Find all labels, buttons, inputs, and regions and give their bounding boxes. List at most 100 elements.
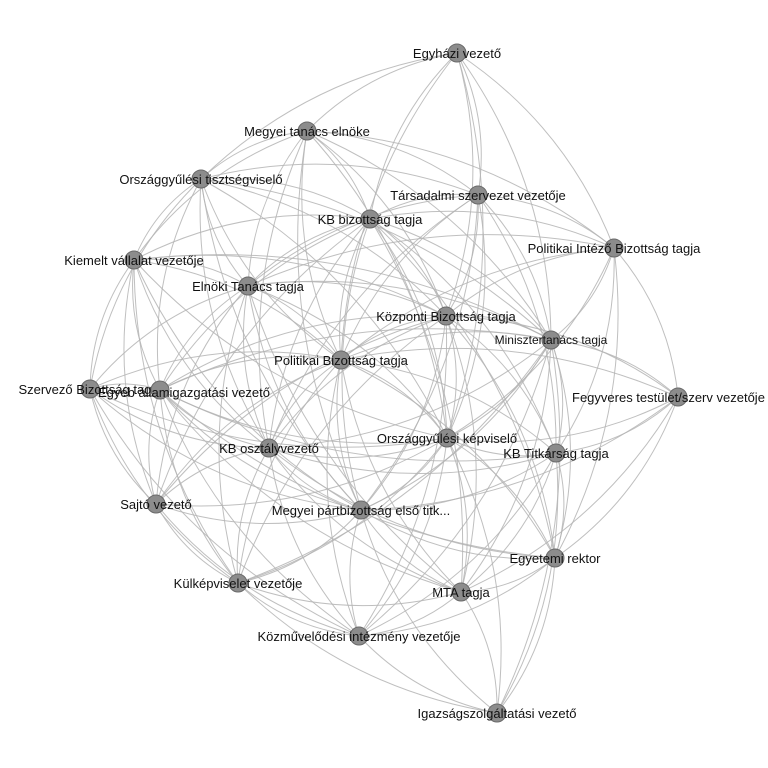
edge-ogy_kepviselo-kb_osztaly	[268, 437, 448, 459]
node-igazsag: Igazságszolgáltatási vezető	[418, 703, 577, 723]
edge-miniszter-kulkepviselet	[237, 339, 552, 584]
edge-kiemelt-miniszter	[133, 254, 552, 341]
edge-sajto-kulkepviselet	[155, 503, 239, 584]
edge-kiemelt-kb_osztaly	[133, 259, 270, 449]
edge-pb-megyei_part	[336, 359, 362, 511]
edge-miniszter-kb_osztaly	[268, 339, 552, 449]
node-label: Szervező Bizottság tagja	[18, 382, 162, 397]
edge-kb_bizottsag-sajto	[155, 218, 371, 505]
edge-pb-kb_osztaly	[268, 359, 342, 449]
edge-ogy_tisztseg-egyeb_allam	[156, 178, 202, 391]
edge-pb-mta	[340, 359, 462, 593]
node-label: Sajtó vezető	[120, 497, 192, 512]
edge-egyeb_allam-kulkepviselet	[159, 389, 239, 584]
node-marker	[668, 387, 688, 407]
edge-pb-egyeb_allam	[159, 356, 342, 391]
edge-tarsadalmi-kb_osztaly	[268, 194, 479, 449]
edge-ogy_kepviselo-egyetemi	[446, 437, 556, 559]
edge-egyetemi-kozmuvelodesi	[358, 557, 556, 637]
edge-megyei_part-egyetemi	[360, 509, 556, 560]
node-kb_osztaly: KB osztályvezető	[219, 438, 319, 458]
edge-kb_osztaly-kulkepviselet	[236, 447, 270, 584]
edge-kozponti-fegyveres	[445, 315, 679, 398]
edge-kb_bizottsag-mta	[369, 218, 464, 593]
edge-egyeb_allam-megyei_part	[159, 389, 362, 511]
edge-megyei_tanacs-miniszter	[306, 130, 552, 341]
node-label: Minisztertanács tagja	[495, 333, 608, 347]
edge-megyei_part-igazsag	[360, 509, 498, 714]
edge-kozponti-megyei_part	[360, 315, 447, 511]
edge-fegyveres-ogy_kepviselo	[446, 396, 679, 443]
node-mta: MTA tagja	[432, 582, 491, 602]
node-egyhazi: Egyházi vezető	[413, 43, 501, 63]
edge-megyei_part-kozmuvelodesi	[349, 509, 362, 637]
edge-pib-miniszter	[550, 247, 615, 341]
edge-pb-kozmuvelodesi	[326, 359, 360, 637]
node-marker	[228, 573, 248, 593]
node-label: Igazságszolgáltatási vezető	[418, 706, 577, 721]
edge-ogy_tisztseg-miniszter	[200, 178, 552, 341]
edge-kozponti-miniszter	[445, 314, 552, 341]
node-kozmuvelodesi: Közművelődési intézmény vezetője	[257, 626, 461, 646]
edge-szervezo-megyei_part	[89, 388, 362, 511]
node-label: Fegyveres testület/szerv vezetője	[572, 390, 765, 405]
node-marker	[331, 350, 351, 370]
edge-fegyveres-mta	[460, 396, 679, 593]
edge-elnoki-pb	[247, 285, 342, 361]
edge-ogy_tisztseg-kb_bizottsag	[200, 177, 371, 220]
node-marker	[541, 330, 561, 350]
edge-kb_osztaly-egyetemi	[268, 447, 556, 559]
edge-tarsadalmi-ogy_kepviselo	[446, 194, 486, 439]
edge-megyei_tanacs-elnoki	[247, 130, 308, 287]
node-label: KB Titkárság tagja	[503, 446, 609, 461]
node-miniszter: Minisztertanács tagja	[495, 330, 608, 350]
node-marker	[436, 306, 456, 326]
node-marker	[451, 582, 471, 602]
edges-layer	[89, 52, 679, 714]
edge-egyhazi-ogy_kepviselo	[446, 52, 484, 439]
edge-kozmuvelodesi-igazsag	[358, 635, 498, 714]
edge-ogy_kepviselo-kulkepviselet	[237, 437, 448, 584]
edge-megyei_tanacs-pb	[301, 130, 342, 361]
node-kb_titkarsag: KB Titkárság tagja	[503, 443, 610, 463]
node-marker	[191, 169, 211, 189]
edge-pib-kb_titkarsag	[555, 247, 615, 454]
edge-elnoki-egyeb_allam	[159, 285, 249, 391]
edge-egyeb_allam-egyetemi	[159, 389, 556, 559]
edge-kiemelt-kulkepviselet	[133, 259, 239, 584]
edge-kiemelt-szervezo	[89, 259, 135, 390]
edge-tarsadalmi-miniszter	[477, 194, 552, 341]
edge-kb_titkarsag-igazsag	[496, 452, 559, 714]
edge-kozponti-kb_osztaly	[268, 315, 447, 449]
edge-egyetemi-igazsag	[496, 557, 556, 714]
edge-kb_bizottsag-kiemelt	[133, 214, 371, 261]
edge-egyhazi-ogy_tisztseg	[200, 52, 458, 180]
edge-pb-egyetemi	[340, 359, 556, 559]
node-pb: Politikai Bizottság tagja	[274, 350, 409, 370]
edge-miniszter-mta	[460, 339, 552, 593]
node-kiemelt: Kiemelt vállalat vezetője	[64, 250, 204, 270]
edge-elnoki-sajto	[155, 285, 249, 505]
edge-egyeb_allam-mta	[159, 389, 462, 593]
edge-kulkepviselet-kozmuvelodesi	[237, 582, 360, 637]
edge-szervezo-kb_osztaly	[89, 388, 270, 449]
node-marker	[360, 209, 380, 229]
edge-fegyveres-kb_titkarsag	[555, 396, 679, 454]
node-marker	[238, 276, 258, 296]
edge-tarsadalmi-pib	[477, 194, 615, 249]
node-megyei_part: Megyei pártbizottság első titk...	[272, 500, 450, 520]
edge-kozponti-kozmuvelodesi	[358, 315, 448, 637]
edge-kb_osztaly-sajto	[155, 447, 270, 505]
edge-kb_titkarsag-megyei_part	[360, 452, 557, 511]
edge-kiemelt-elnoki	[133, 258, 249, 287]
edge-megyei_tanacs-kiemelt	[133, 130, 308, 261]
edge-egyhazi-kozponti	[445, 52, 474, 317]
edge-kb_titkarsag-egyetemi	[554, 452, 565, 559]
node-label: Társadalmi szervezet vezetője	[390, 188, 566, 203]
node-label: Megyei tanács elnöke	[244, 124, 370, 139]
edge-megyei_tanacs-ogy_tisztseg	[200, 130, 308, 180]
node-label: Országgyűlési tisztségviselő	[119, 172, 282, 187]
node-label: Egyéb államigazgatási vezető	[98, 385, 270, 400]
edge-pib-fegyveres	[613, 247, 679, 398]
